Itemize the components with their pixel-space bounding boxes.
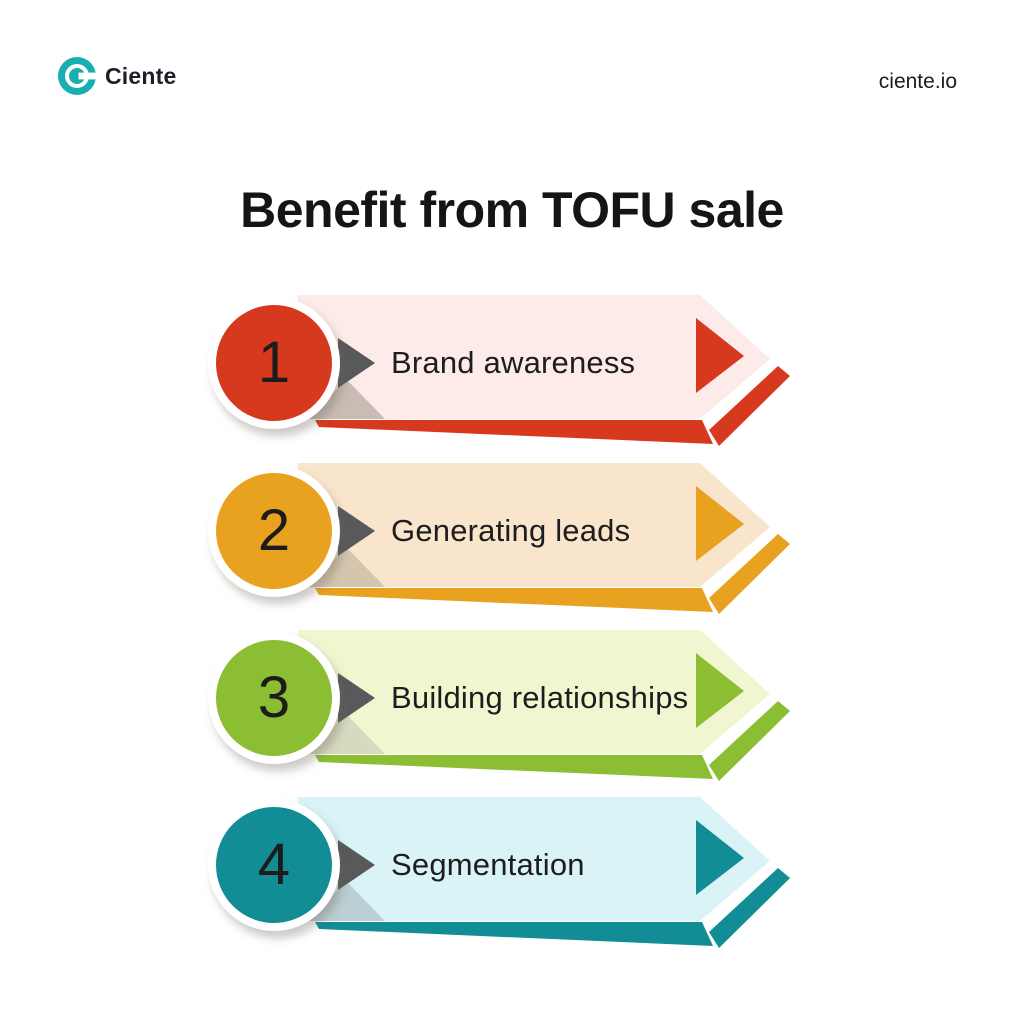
ribbon-fold-triangle [308,881,385,921]
bullet-arrow-icon [338,506,375,556]
banner-ribbon-graphic [298,797,790,948]
ribbon-bottom-strip [315,588,713,612]
site-url: ciente.io [878,70,957,93]
benefit-item-2: Generating leads 2 [208,461,803,626]
arrow-right-icon [696,820,744,895]
ribbon-fold-triangle [308,714,385,754]
number-text: 4 [257,832,291,897]
banner-ribbon-graphic [298,295,790,446]
banner-ribbon-graphic [298,463,790,614]
benefit-label: Brand awareness [391,345,636,380]
bullet-arrow-icon [338,338,375,388]
benefit-label: Segmentation [391,847,585,882]
number-text: 3 [257,665,291,730]
logo-slot [78,72,97,80]
bullet-arrow-icon [338,840,375,890]
ribbon-bottom-strip [315,755,713,779]
brand-name: Ciente [105,62,177,89]
arrow-right-icon [696,318,744,393]
number-text: 1 [257,330,291,395]
ribbon-shadow-band [709,868,790,948]
arrow-right-icon [696,486,744,561]
number-badge: 3 [208,632,340,764]
page-title: Benefit from TOFU sale [240,181,784,238]
brand-logo: Ciente [57,56,177,96]
number-badge: 1 [208,297,340,429]
benefit-item-3: Building relationships 3 [208,628,803,793]
ribbon-shadow-band [709,366,790,446]
ribbon-bottom-strip [315,922,713,946]
arrow-right-icon [696,653,744,728]
banner-ribbon-graphic [298,630,790,781]
bullet-arrow-icon [338,673,375,723]
ribbon-body [298,463,770,587]
number-badge: 4 [208,799,340,931]
benefit-label: Building relationships [391,680,689,715]
ribbon-fold-triangle [308,547,385,587]
ribbon-bottom-strip [315,420,713,444]
number-text: 2 [257,498,291,563]
ribbon-body [298,797,770,921]
logo-core [69,68,85,84]
ribbon-body [298,295,770,419]
ribbon-body [298,630,770,754]
benefit-label: Generating leads [391,513,631,548]
benefit-item-1: Brand awareness 1 [208,293,803,458]
ciente-logo-icon [58,57,97,95]
number-badge: 2 [208,465,340,597]
ribbon-fold-triangle [308,379,385,419]
ribbon-shadow-band [709,701,790,781]
ribbon-shadow-band [709,534,790,614]
benefit-item-4: Segmentation 4 [208,795,803,960]
